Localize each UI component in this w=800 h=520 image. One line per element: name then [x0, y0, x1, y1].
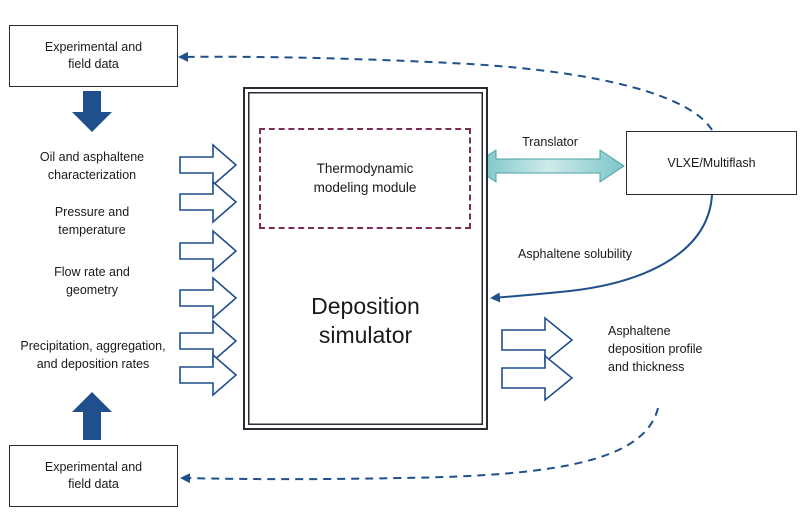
feedback-dashed-bottom	[180, 407, 659, 484]
input-label-pressure: Pressure and temperature	[54, 205, 130, 238]
translator-arrow	[471, 149, 625, 183]
input-arrow	[179, 143, 238, 187]
thermodynamic-module-box: Thermodynamic modeling module	[259, 128, 471, 229]
solubility-curve	[490, 194, 713, 303]
down-arrow-top	[72, 91, 112, 132]
input-label-characterization: Oil and asphaltene characterization	[39, 150, 145, 183]
input-arrow	[179, 229, 238, 273]
deposition-simulator-title: Deposition simulator	[311, 293, 420, 348]
thermodynamic-module-label: Thermodynamic modeling module	[313, 160, 417, 195]
input-label-flow-rate: Flow rate and geometry	[54, 265, 130, 298]
experimental-data-box-bottom: Experimental and field data	[9, 445, 178, 507]
output-arrow	[501, 354, 574, 402]
output-arrow	[501, 316, 574, 364]
experimental-data-box-top: Experimental and field data	[9, 25, 178, 87]
deposition-simulator-box	[243, 87, 488, 430]
vlxe-multiflash-label: VLXE/Multiflash	[667, 155, 756, 170]
input-arrows	[179, 143, 574, 402]
vlxe-multiflash-box: VLXE/Multiflash	[626, 131, 797, 195]
input-arrow	[179, 353, 238, 397]
input-arrow	[179, 319, 238, 363]
input-arrow	[179, 276, 238, 320]
experimental-data-bottom-label: Experimental and field data	[44, 460, 143, 491]
experimental-data-top-label: Experimental and field data	[44, 40, 143, 71]
up-arrow-bottom	[72, 392, 112, 440]
asphaltene-solubility-label: Asphaltene solubility	[518, 247, 632, 261]
feedback-dashed-top	[178, 51, 713, 131]
output-label: Asphaltene deposition profile and thickn…	[608, 324, 703, 375]
input-arrow	[179, 180, 238, 224]
translator-label: Translator	[522, 135, 578, 149]
input-label-rates: Precipitation, aggregation, and depositi…	[20, 339, 166, 372]
